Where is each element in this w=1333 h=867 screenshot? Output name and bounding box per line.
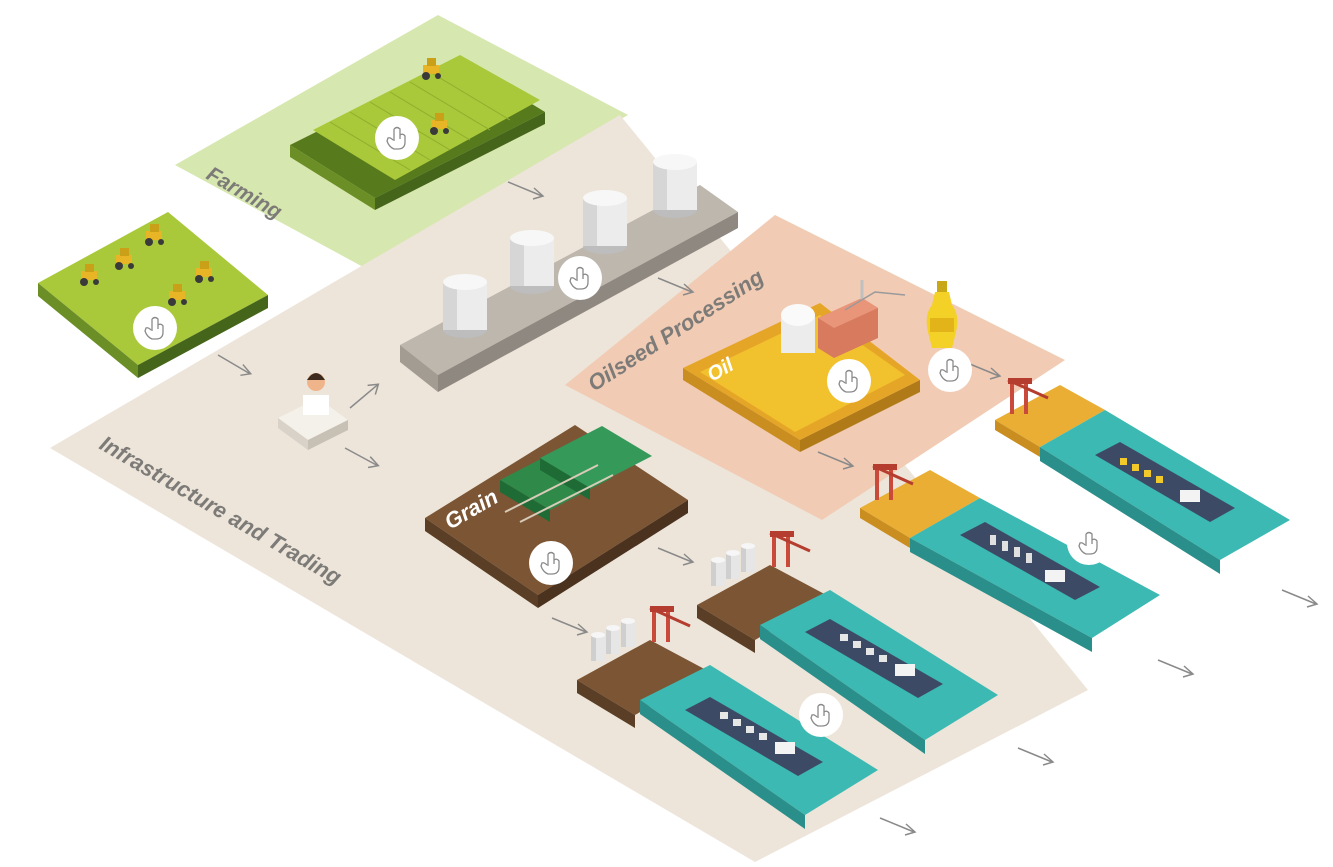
hand-pointer-icon <box>386 126 406 150</box>
hotspot-farm-left[interactable] <box>133 306 177 350</box>
oil-bottle <box>926 281 958 348</box>
grain-rail-terminal: Grain <box>425 425 688 608</box>
farm-field-2 <box>38 212 268 378</box>
hand-pointer-icon <box>144 316 164 340</box>
hotspot-grain-dock[interactable] <box>799 693 843 737</box>
oil-processing-plant: Oil <box>683 280 920 452</box>
hotspot-oil-dock[interactable] <box>1067 521 1111 565</box>
flow-arrows <box>214 181 1318 836</box>
hand-pointer-icon <box>939 358 959 382</box>
hotspot-oil-bottle[interactable] <box>928 348 972 392</box>
trader-figure <box>278 373 348 450</box>
hand-pointer-icon <box>1078 531 1098 555</box>
oil-dock-1 <box>860 462 1160 652</box>
grain-dock-1 <box>577 604 878 829</box>
grain-dock-2 <box>697 529 998 754</box>
hand-pointer-icon <box>838 369 858 393</box>
hotspot-grain-terminal[interactable] <box>529 541 573 585</box>
hotspot-oil-plant[interactable] <box>827 359 871 403</box>
hotspot-farming-field[interactable] <box>375 116 419 160</box>
hand-pointer-icon <box>569 266 589 290</box>
hand-pointer-icon <box>810 703 830 727</box>
hotspot-silos[interactable] <box>558 256 602 300</box>
oil-dock-2 <box>995 376 1290 574</box>
hand-pointer-icon <box>540 551 560 575</box>
farm-field-1 <box>290 55 545 210</box>
